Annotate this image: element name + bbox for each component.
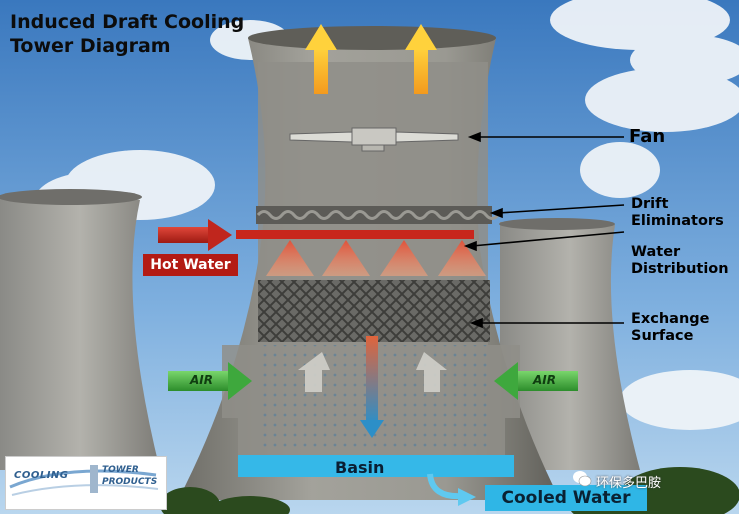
clouds bbox=[35, 0, 739, 430]
diagram-title: Induced Draft Cooling Tower Diagram bbox=[10, 11, 245, 57]
drift-eliminators-label: Drift Eliminators bbox=[631, 196, 724, 229]
right-tower bbox=[500, 220, 640, 470]
leader-lines bbox=[463, 131, 625, 329]
air-right-label: AIR bbox=[533, 373, 556, 387]
logo-swoosh-icon bbox=[9, 465, 159, 496]
hot-water-pipe bbox=[236, 230, 474, 239]
air-up-arrow-left bbox=[298, 352, 330, 392]
logo-text-right: TOWER PRODUCTS bbox=[102, 465, 158, 487]
fan-label: Fan bbox=[629, 126, 666, 147]
exhaust-arrow-left bbox=[305, 24, 337, 94]
wechat-icon bbox=[573, 471, 592, 487]
exchange-surface bbox=[258, 280, 490, 342]
left-tower bbox=[0, 193, 160, 471]
air-arrow-left bbox=[168, 362, 252, 400]
air-left-label: AIR bbox=[190, 373, 213, 387]
water-distribution-sprays bbox=[266, 240, 486, 276]
basin bbox=[238, 455, 514, 477]
water-down-arrow bbox=[360, 336, 384, 438]
air-arrow-right bbox=[494, 362, 578, 400]
cooled-water-arrow bbox=[427, 473, 463, 500]
hot-water-label: Hot Water bbox=[143, 254, 238, 276]
cooled-water-label: Cooled Water bbox=[485, 485, 647, 511]
drift-eliminators bbox=[256, 206, 492, 224]
logo-text-left: COOLING bbox=[14, 470, 69, 481]
cooling-tower-products-logo: COOLING TOWER PRODUCTS bbox=[5, 456, 167, 510]
air-up-arrow-right bbox=[416, 352, 447, 392]
hot-water-arrow bbox=[158, 219, 232, 251]
basin-label: Basin bbox=[335, 458, 385, 477]
fan-blades bbox=[289, 127, 459, 152]
exchange-surface-label: Exchange Surface bbox=[631, 311, 710, 344]
watermark-text: 环保多巴胺 bbox=[596, 476, 662, 491]
water-distribution-label: Water Distribution bbox=[631, 244, 729, 277]
exhaust-arrow-right bbox=[405, 24, 437, 94]
